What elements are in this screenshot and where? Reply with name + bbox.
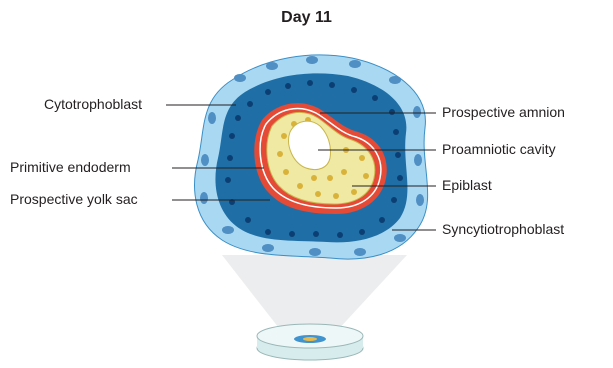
view-cone	[222, 255, 407, 332]
label-primitive-endoderm: Primitive endoderm	[10, 159, 131, 175]
label-epiblast: Epiblast	[442, 177, 492, 193]
label-prospective-yolk-sac: Prospective yolk sac	[10, 191, 138, 207]
label-proamniotic-cavity: Proamniotic cavity	[442, 141, 556, 157]
label-syncytiotrophoblast: Syncytiotrophoblast	[442, 221, 564, 237]
label-prospective-amnion: Prospective amnion	[442, 104, 565, 120]
petri-dish	[257, 324, 363, 360]
label-cytotrophoblast: Cytotrophoblast	[44, 96, 142, 112]
